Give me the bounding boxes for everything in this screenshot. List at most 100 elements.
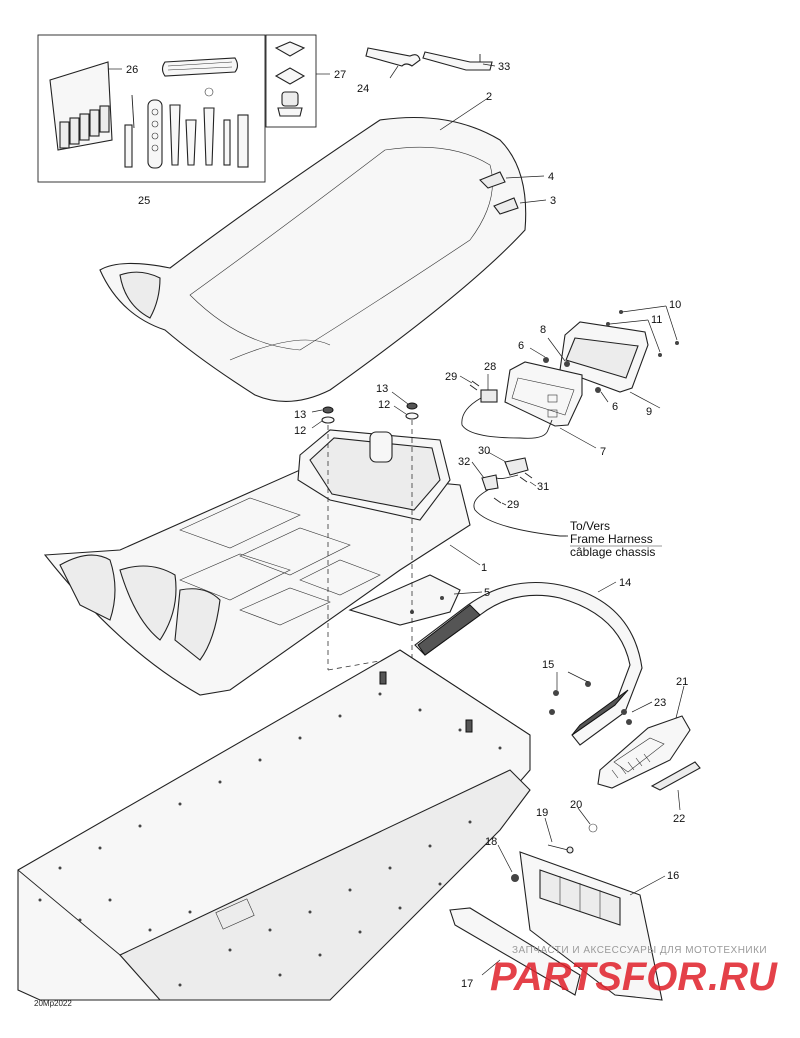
diagram-code: 20Mp2022 xyxy=(34,999,72,1008)
rear-cap-21 xyxy=(597,715,691,789)
tool-kit-group xyxy=(37,34,266,183)
callout-24: 24 xyxy=(357,83,369,95)
callout-14: 14 xyxy=(619,577,631,589)
bolt-15b xyxy=(549,709,555,715)
callout-10: 10 xyxy=(669,299,681,311)
callout-22: 22 xyxy=(673,813,685,825)
grab-handle-14 xyxy=(414,582,643,746)
callout-8: 8 xyxy=(540,324,546,336)
seat-latch-4 xyxy=(479,171,506,189)
gasket-2 xyxy=(274,67,306,85)
callout-29b: 29 xyxy=(507,499,519,511)
nut-13a xyxy=(322,406,334,414)
callout-17: 17 xyxy=(461,978,473,990)
open-wrench-2 xyxy=(185,119,197,166)
bolt-19 xyxy=(547,844,569,851)
mounting-bracket xyxy=(422,51,493,71)
callout-5: 5 xyxy=(484,587,490,599)
callout-3: 3 xyxy=(550,195,556,207)
hardware-kit-frame xyxy=(265,34,317,128)
callout-9: 9 xyxy=(646,406,652,418)
pouch-pockets xyxy=(59,105,110,149)
handle-grip-right xyxy=(571,689,629,736)
socket-tool xyxy=(237,114,249,168)
rubber-bumper xyxy=(281,91,299,107)
tail-light-assembly xyxy=(504,305,679,449)
callout-13a: 13 xyxy=(294,409,306,421)
tool-strap xyxy=(161,57,239,77)
watermark-tld: .RU xyxy=(708,955,778,999)
stud-right xyxy=(465,719,473,733)
pin-tool xyxy=(223,119,231,166)
callout-29a: 29 xyxy=(445,371,457,383)
spark-plug-wrench xyxy=(147,99,163,169)
callout-4: 4 xyxy=(548,171,554,183)
tunnel-side xyxy=(119,769,531,1001)
callout-16: 16 xyxy=(667,870,679,882)
bumper-base xyxy=(277,107,303,117)
stud-left xyxy=(379,671,387,685)
bolt-15a xyxy=(553,690,559,696)
wiring-harness xyxy=(459,374,566,537)
tunnel-rivets xyxy=(38,692,502,987)
callout-23: 23 xyxy=(654,697,666,709)
callout-27: 27 xyxy=(334,69,346,81)
tunnel-label-plate xyxy=(215,898,255,930)
callout-2: 2 xyxy=(486,91,492,103)
rear-cap-ribs xyxy=(611,753,651,779)
hook-tool xyxy=(204,87,214,97)
flap-bracket-17 xyxy=(449,907,581,996)
grab-handle-assembly xyxy=(414,581,643,746)
callout-18: 18 xyxy=(485,836,497,848)
screw-6a xyxy=(543,357,549,363)
screw-23b xyxy=(626,719,632,725)
callout-20: 20 xyxy=(570,799,582,811)
note-line-1: To/Vers xyxy=(570,519,610,533)
watermark: ЗАПЧАСТИ И АКСЕССУАРЫ ДЛЯ МОТОТЕХНИКИ PA… xyxy=(490,945,778,999)
chassis-tunnel xyxy=(17,649,531,1001)
tray-rear-flap xyxy=(59,554,116,621)
nut-18 xyxy=(511,874,519,882)
callout-19: 19 xyxy=(536,807,548,819)
watermark-tagline: ЗАПЧАСТИ И АКСЕССУАРЫ ДЛЯ МОТОТЕХНИКИ xyxy=(512,945,767,956)
washer-12b xyxy=(405,412,419,420)
open-wrench-3 xyxy=(203,107,215,166)
tool-kit-frame xyxy=(37,34,266,183)
seat-assembly xyxy=(99,97,547,402)
callout-labels: 2 4 3 26 25 27 24 33 10 11 8 6 6 9 7 28 … xyxy=(126,61,688,990)
callout-1: 1 xyxy=(481,562,487,574)
seat-base-tray xyxy=(43,429,481,696)
tail-light-housing-7 xyxy=(504,361,583,427)
nut-13b xyxy=(406,402,418,410)
note-line-3: câblage chassis xyxy=(570,545,655,559)
bulb-8 xyxy=(564,361,570,367)
callout-25: 25 xyxy=(138,195,150,207)
callout-26: 26 xyxy=(126,64,138,76)
gasket-1 xyxy=(274,41,306,57)
seat-rear-handle xyxy=(119,271,161,319)
open-wrench-1 xyxy=(169,104,181,166)
callout-7: 7 xyxy=(600,446,606,458)
tray-panel-1 xyxy=(179,497,301,549)
connector-32 xyxy=(481,474,499,491)
callout-33: 33 xyxy=(498,61,510,73)
hinge-plate-5 xyxy=(348,574,461,626)
seat-cushion xyxy=(99,116,527,402)
callout-11: 11 xyxy=(651,314,662,326)
spanner-wrench xyxy=(365,47,421,67)
callout-13b: 13 xyxy=(376,383,388,395)
hardware-kit-group xyxy=(265,34,330,128)
connector-30 xyxy=(504,457,529,476)
callout-15: 15 xyxy=(542,659,554,671)
frame-harness-note: To/Vers Frame Harness câblage chassis xyxy=(570,519,662,559)
reflector-22 xyxy=(650,761,701,791)
callout-31: 31 xyxy=(537,481,549,493)
washer-12a xyxy=(321,416,335,424)
fuel-cap-box xyxy=(369,431,393,463)
seat-top-panel xyxy=(189,146,493,351)
watermark-logo: PARTSFOR xyxy=(490,955,706,999)
callout-21: 21 xyxy=(676,676,688,688)
callout-32: 32 xyxy=(458,456,470,468)
connector-28 xyxy=(480,389,498,403)
